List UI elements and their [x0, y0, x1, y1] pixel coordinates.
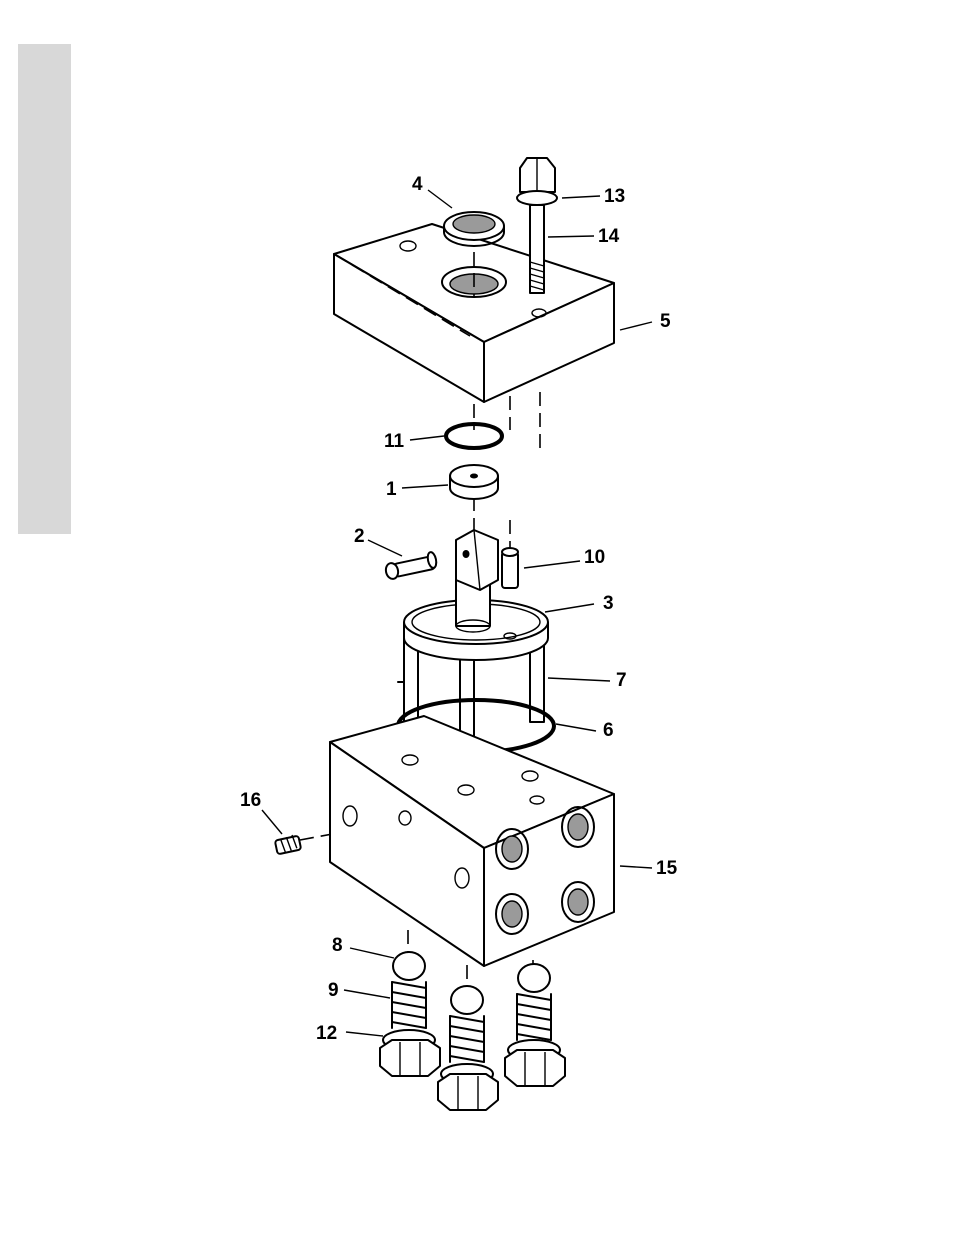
callout-2: 2	[354, 526, 365, 547]
callout-9: 9	[328, 980, 339, 1001]
set-screw-part	[275, 835, 301, 855]
callout-3: 3	[603, 593, 614, 614]
callout-15: 15	[656, 858, 678, 879]
callout-10: 10	[584, 547, 605, 568]
callout-13: 13	[604, 186, 625, 207]
callout-16: 16	[240, 790, 261, 811]
callout-7: 7	[616, 670, 627, 691]
check-valve-assembly-right	[505, 964, 565, 1086]
callout-1: 1	[386, 479, 397, 500]
check-valve-assembly-left	[380, 952, 440, 1076]
callout-11: 11	[384, 431, 405, 452]
disc-part	[450, 465, 498, 499]
callout-4: 4	[412, 174, 423, 195]
top-cover-block	[334, 224, 614, 402]
dowel-pin-part	[502, 548, 518, 588]
callout-12: 12	[316, 1023, 337, 1044]
seal-ring-part	[444, 212, 504, 246]
check-valve-assembly-center	[438, 986, 498, 1110]
valve-body-block	[330, 716, 614, 966]
callout-5: 5	[660, 311, 671, 332]
callout-8: 8	[332, 935, 343, 956]
callout-6: 6	[603, 720, 614, 741]
clevis-pin-part	[384, 551, 437, 580]
callout-14: 14	[598, 226, 620, 247]
